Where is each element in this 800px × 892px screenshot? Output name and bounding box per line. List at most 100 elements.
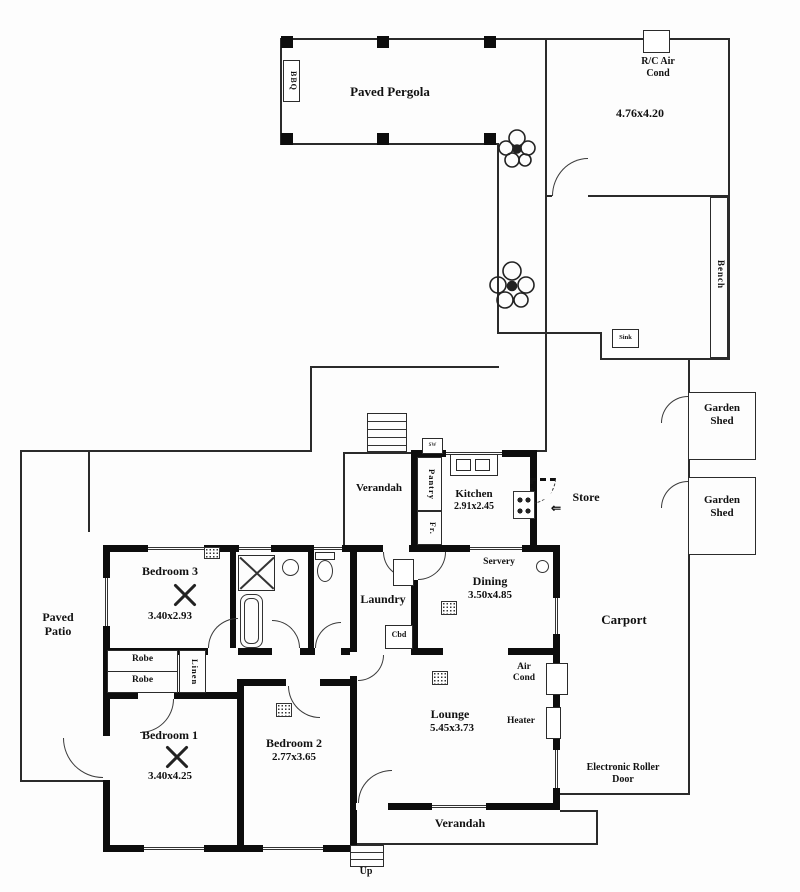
cupboard-label: Cbd [391, 630, 407, 639]
walkway-left-line [497, 143, 499, 334]
door-arc-wc [315, 622, 341, 648]
room-dim-dining: 3.50x4.85 [468, 589, 512, 601]
wall-laundry-right [411, 545, 418, 655]
door-gap-dining-left [411, 552, 418, 580]
sink-unit [612, 329, 639, 348]
garage-right-line [728, 38, 730, 360]
vent-lounge [432, 671, 448, 685]
room-dim-kitchen: 2.91x2.45 [454, 501, 494, 512]
door-arc-laundry-hall [358, 655, 384, 681]
room-label-kitchen: Kitchen [455, 488, 493, 500]
door-gap-wc [315, 648, 341, 655]
wall-wc-right [350, 545, 357, 648]
verandah-bottom-top-line [560, 810, 598, 812]
door-gap-lounge-verandah [356, 803, 388, 810]
bbq-label: BBQ [289, 71, 298, 91]
plant-icon [498, 129, 536, 168]
plant-icon [489, 261, 535, 309]
cooktop [513, 491, 535, 519]
door-gap-laundry-hall [358, 648, 384, 655]
verandah-bottom-right-line [596, 810, 598, 845]
basin [282, 559, 299, 576]
door-gap-bath [272, 648, 300, 655]
wall-dining-lounge-stub-left [411, 648, 443, 655]
window-bed2-bottom [263, 845, 323, 852]
sw-label: sw [428, 440, 437, 448]
door-arc-patio [63, 738, 103, 778]
shed2-label: Garden Shed [703, 494, 741, 519]
pergola-bottom-line [280, 143, 499, 145]
pergola-post [281, 133, 293, 145]
window-shower-top [239, 545, 271, 552]
stairs-up [350, 845, 384, 867]
robe2-label: Robe [131, 675, 154, 685]
shed1-label: Garden Shed [703, 402, 741, 427]
patio-left-line [20, 450, 22, 782]
door-arc-bath [272, 620, 300, 648]
kitchen-yard-connector-line [535, 450, 547, 452]
window-bed3-top [148, 545, 204, 552]
wall-bath-left [230, 552, 236, 648]
bathtub [240, 594, 263, 648]
ceiling-fan-bed3 [170, 580, 200, 610]
cupboard-box [385, 625, 413, 649]
window-wc-top [314, 545, 342, 552]
door-gap-verandah-laundry [383, 545, 409, 552]
robe2-box [107, 671, 178, 693]
verandah-top-left-line [343, 452, 345, 547]
wall-bed2-lounge [350, 648, 357, 852]
wall-kitchen-left [411, 450, 418, 552]
patio-notch-line [88, 450, 90, 532]
kitchen-sink-bowl-1 [456, 459, 471, 471]
bbq-unit [283, 60, 300, 102]
pergola-left-line [280, 38, 282, 145]
garden-shed-1 [688, 392, 756, 460]
door-gap-bed2 [286, 679, 320, 686]
ceiling-fan-bed1 [162, 742, 192, 772]
room-dim-bedroom3: 3.40x2.93 [148, 610, 192, 622]
wall-wing-bottom [103, 845, 360, 852]
heater-unit [546, 707, 561, 739]
wall-bath-right [308, 552, 314, 648]
room-label-bedroom3: Bedroom 3 [141, 564, 199, 578]
verandah-top-top-line [343, 452, 413, 454]
pantry-label: Pantry [427, 469, 437, 501]
servery-label: Servery [483, 557, 515, 567]
rc-air-cond-unit [643, 30, 670, 53]
patio-top-line [20, 450, 312, 452]
verandah-bottom-label: Verandah [434, 816, 486, 830]
garage-dim-label: 4.76x4.20 [616, 106, 664, 120]
fridge-label: Fr. [428, 521, 437, 535]
shower [238, 555, 275, 591]
window-bed3-left [103, 578, 110, 626]
laundry-label: Laundry [360, 592, 406, 606]
toilet-cistern [315, 552, 335, 560]
air-cond-unit [546, 663, 568, 695]
door-arc-lounge-verandah [358, 770, 392, 803]
stairs-top [367, 413, 407, 452]
kitchen-sink-bowl-2 [475, 459, 490, 471]
pergola-post [281, 36, 293, 48]
patio-label: Paved Patio [42, 610, 74, 639]
rc-air-cond-label: R/C Air Cond [641, 56, 675, 79]
pergola-garage-top-line [280, 38, 730, 40]
verandah-bottom-floor-line [350, 843, 598, 845]
door-gap-patio [103, 736, 110, 780]
window-bed1-bottom [144, 845, 204, 852]
robe1-label: Robe [131, 654, 154, 664]
pantry-box [417, 457, 442, 511]
room-label-bedroom1: Bedroom 1 [141, 728, 199, 742]
window-kitchen [446, 450, 502, 457]
store-arrow-icon: ⇐ [550, 501, 562, 515]
store-label: Store [572, 490, 600, 504]
door-arc-shed2 [661, 481, 688, 508]
heater-label: Heater [507, 716, 535, 726]
garage-bottom-line-a [545, 195, 552, 197]
room-label-bedroom2: Bedroom 2 [265, 736, 323, 750]
vent-bed3 [204, 547, 220, 559]
pergola-post [377, 133, 389, 145]
backyard-step-line [600, 332, 602, 360]
fridge-box [417, 511, 442, 545]
vent-bed2 [276, 703, 292, 717]
wall-dining-lounge-stub-right [508, 648, 560, 655]
